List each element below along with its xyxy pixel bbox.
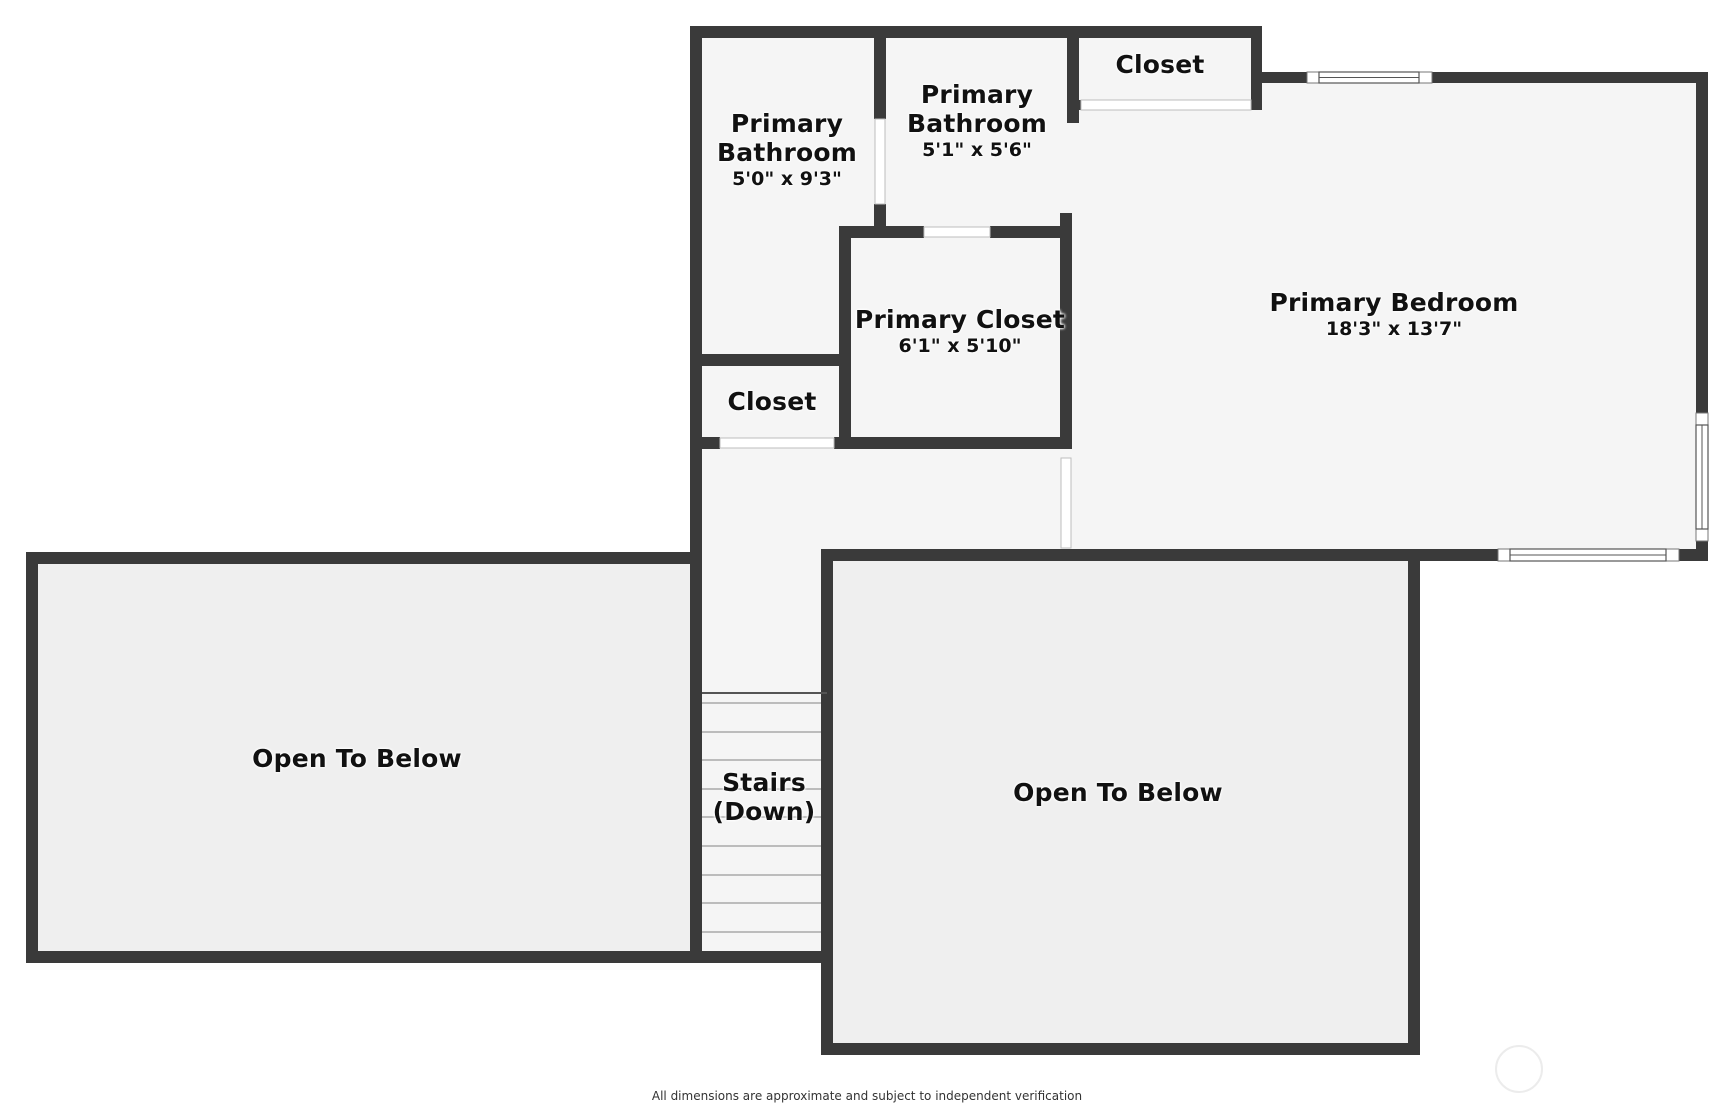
door-opening [719,437,835,449]
door-opening [923,226,991,238]
wall [821,549,833,1055]
window-bedroom-right [1695,412,1709,542]
room-name: Open To Below [252,744,462,773]
door-openings [719,99,1252,549]
room-label-primary-closet: Primary Closet 6'1" x 5'10" [854,305,1066,358]
walls [26,26,1708,1055]
wall [26,951,827,963]
room-label-primary-bedroom: Primary Bedroom 18'3" x 13'7" [1269,288,1519,341]
room-label-closet-top: Closet [1115,50,1205,80]
wall [834,437,1072,449]
wall [821,549,1708,561]
open-below-left-fill [32,558,696,957]
open-below-right-fill [827,555,1414,1049]
wall [874,26,886,119]
room-name: (Down) [712,796,816,826]
room-name: Closet [727,387,817,416]
wall [1067,100,1081,110]
room-label-open-to-below-left: Open To Below [252,744,462,774]
room-fills [32,32,1702,1049]
stairs-treads [702,692,827,951]
room-name: Bathroom [906,108,1048,138]
room-name: Bathroom [716,137,858,167]
room-label-primary-bathroom-2: Primary Bathroom 5'1" x 5'6" [906,80,1048,161]
wall [1251,72,1708,83]
room-name: Primary [730,109,844,138]
wall [690,437,720,449]
compass-icon [1495,1045,1543,1093]
disclaimer-note: All dimensions are approximate and subje… [651,1089,1083,1103]
room-dimensions: 5'1" x 5'6" [922,138,1032,161]
bedroom-fill [1072,77,1702,555]
window-bedroom-top [1306,71,1433,84]
windows [1306,71,1709,562]
wall [1060,213,1072,449]
room-label-open-to-below-right: Open To Below [1013,778,1223,808]
room-dimensions: 6'1" x 5'10" [898,334,1022,357]
wall [1251,26,1262,110]
wall [1408,549,1420,1055]
room-name: Open To Below [1013,778,1223,807]
wall [821,1043,1420,1055]
room-name: Primary Bedroom [1269,288,1519,317]
room-name: Primary Closet [854,305,1066,334]
window-bedroom-bottom [1497,548,1680,562]
room-name: Stairs [722,768,806,797]
door-opening [1060,457,1072,549]
wall [690,354,851,366]
wall [690,26,702,963]
room-label-closet-small: Closet [727,387,817,417]
room-label-stairs: Stairs (Down) [712,768,816,827]
door-opening [1080,99,1252,111]
wall [839,226,851,449]
room-label-primary-bathroom-1: Primary Bathroom 5'0" x 9'3" [716,109,858,190]
wall [26,552,702,564]
wall [1067,26,1079,123]
closet-top-fill [1072,32,1257,107]
room-name: Primary [920,80,1034,109]
room-name: Closet [1115,50,1205,79]
wall [690,26,1262,38]
room-dimensions: 18'3" x 13'7" [1325,317,1463,340]
door-opening [874,118,886,205]
wall [26,552,38,963]
wall [839,226,924,238]
wall [990,226,1072,238]
room-dimensions: 5'0" x 9'3" [732,167,842,190]
